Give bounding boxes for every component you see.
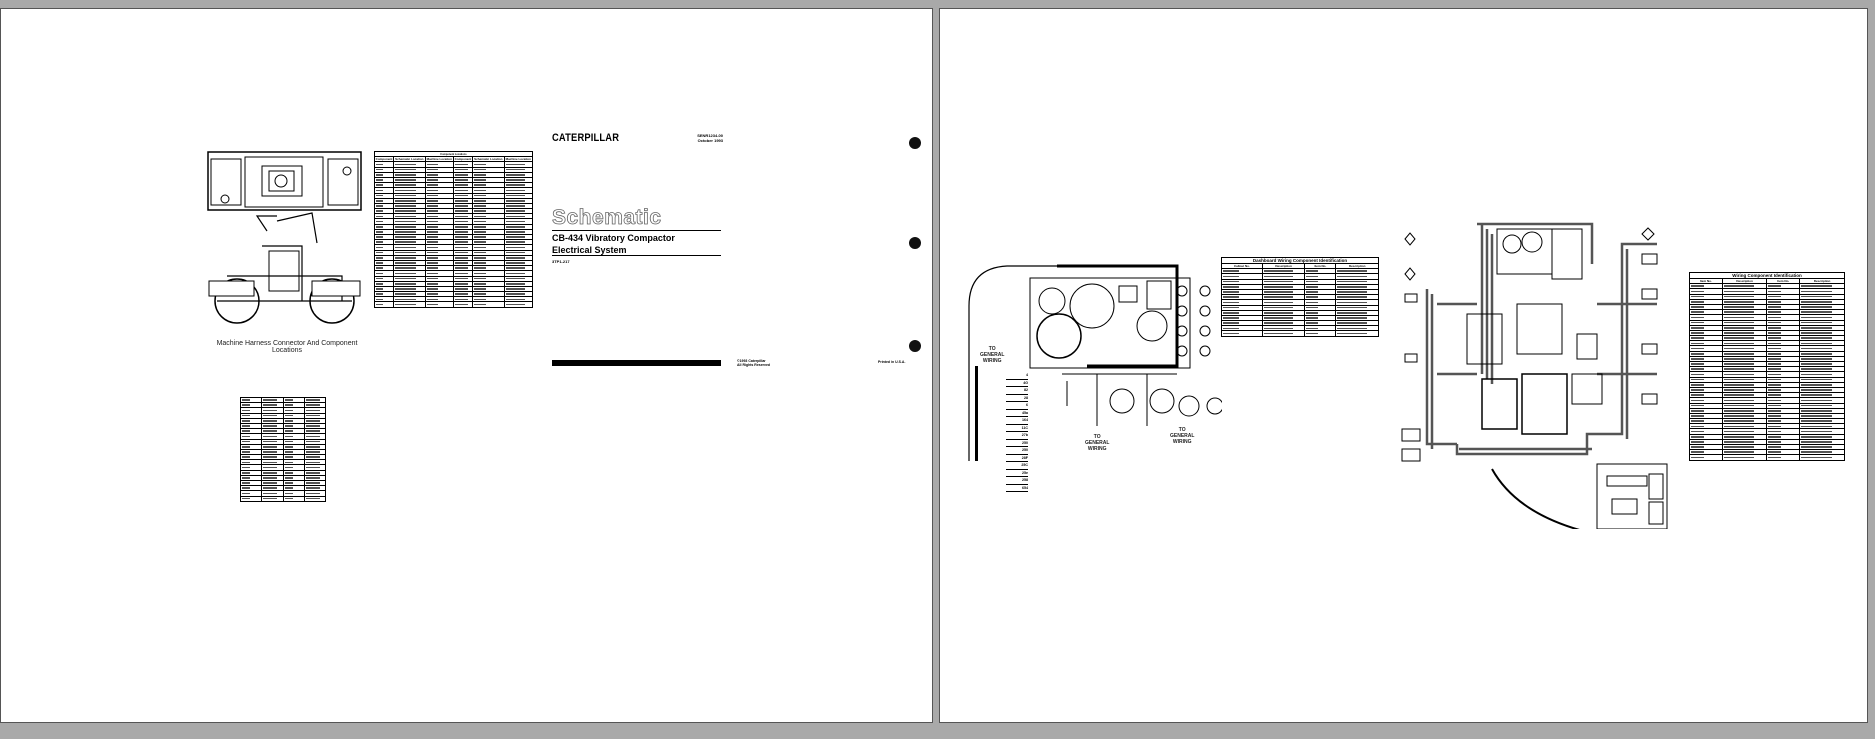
wiring-component-table: Wiring Component Identification Item No.…	[1689, 272, 1845, 461]
connector-table	[239, 396, 327, 502]
table-cell	[1689, 454, 1723, 461]
table-row	[1689, 298, 1845, 305]
table-row	[373, 270, 534, 277]
wire-number: 28F	[1006, 455, 1028, 462]
copyright-line: All Rights Reserved	[737, 363, 771, 367]
table-row	[239, 495, 327, 502]
col-header: Schematic Location	[471, 156, 505, 163]
col-header: Schematic Location	[393, 156, 426, 163]
page-2: TO GENERAL WIRING TO GENERAL WIRING TO G…	[939, 8, 1868, 723]
relay-panel	[1596, 463, 1668, 529]
machine-side-view	[208, 212, 361, 324]
col-header: Machine Location	[424, 156, 454, 163]
table-cell	[1304, 330, 1337, 337]
table-cell	[1799, 454, 1845, 461]
wire-number: 11C	[1006, 425, 1028, 432]
divider	[552, 255, 721, 256]
wire-number: 250	[1006, 440, 1028, 447]
wire-number: 250	[1006, 447, 1028, 455]
label-line: TO	[1093, 434, 1101, 440]
col-header: Component	[373, 156, 395, 163]
table-row	[373, 187, 534, 194]
table-row	[1221, 330, 1379, 337]
wire-number: 4	[1006, 372, 1028, 380]
binder-hole	[909, 340, 921, 352]
label-line: GENERAL	[1170, 433, 1195, 439]
table-cell	[303, 495, 327, 502]
table-cell	[1261, 330, 1306, 337]
printed-in: Printed in U.S.A.	[878, 360, 906, 364]
to-general-wiring-label: TO GENERAL WIRING	[1085, 434, 1109, 452]
component-location-table: Component Locations Component Schematic …	[373, 150, 534, 308]
table-row	[239, 469, 327, 476]
title-line-2: Electrical System	[552, 245, 627, 255]
schematic-heading: Schematic	[552, 206, 662, 230]
copyright-line: ©1993 Caterpillar	[737, 359, 766, 363]
table-cell	[1221, 330, 1263, 337]
title-line-1: CB-434 Vibratory Compactor	[552, 233, 675, 243]
document-number: SENR1234-00 October 1993	[693, 133, 723, 143]
table-cell	[1335, 330, 1379, 337]
table-cell	[503, 301, 534, 308]
wire-number: 654	[1006, 485, 1028, 492]
table-cell	[452, 301, 473, 308]
table-cell	[239, 495, 263, 502]
doc-date: October 1993	[697, 138, 723, 143]
binder-hole	[909, 237, 921, 249]
label-line: GENERAL	[1085, 440, 1110, 446]
label-line: WIRING	[1172, 439, 1192, 445]
table-cell	[393, 301, 426, 308]
table-row	[373, 301, 534, 308]
label-line: TO	[988, 346, 996, 352]
wire-number: 258	[1006, 477, 1028, 485]
form-number: 3TP1-217	[552, 259, 570, 264]
wire-number: 164	[1006, 417, 1028, 425]
table-cell	[1721, 454, 1768, 461]
table-row	[1689, 314, 1845, 321]
doc-number: SENR1234-00	[697, 133, 723, 138]
wire-number: 6	[1006, 402, 1028, 410]
divider	[552, 230, 721, 231]
table-row	[1221, 320, 1379, 327]
wire-number: 27b	[1006, 432, 1028, 440]
machine-top-view	[207, 151, 362, 324]
dashboard-wiring-schematic	[968, 264, 1222, 461]
dashboard-component-table: Dashboard Wiring Component Identificatio…	[1221, 257, 1379, 337]
copyright: ©1993 Caterpillar All Rights Reserved	[737, 359, 770, 367]
table-cell	[261, 495, 284, 502]
to-general-wiring-label: TO GENERAL WIRING	[1170, 427, 1194, 445]
wire-number: 25C	[1006, 462, 1028, 470]
table-row	[373, 265, 534, 272]
label-line: WIRING	[982, 358, 1002, 364]
table-cell	[424, 301, 454, 308]
table-cell	[471, 301, 505, 308]
machine-caption: Machine Harness Connector And Component …	[216, 340, 358, 354]
general-wiring-schematic	[1401, 222, 1668, 529]
table-row	[239, 407, 327, 414]
table-cell	[373, 301, 395, 308]
caterpillar-logo: CATERPILLAR	[552, 132, 620, 144]
label-line: TO	[1178, 427, 1186, 433]
page-1: Machine Harness Connector And Component …	[0, 8, 933, 723]
wire-number: 25e	[1006, 470, 1028, 477]
wire-number: 45a	[1006, 410, 1028, 417]
col-header: Component	[452, 156, 473, 163]
footer-bar	[552, 360, 721, 366]
wire-number: 4G	[1006, 380, 1028, 387]
binder-hole	[909, 137, 921, 149]
to-general-wiring-label: TO GENERAL WIRING	[980, 346, 1004, 364]
wire-number: 28	[1006, 395, 1028, 402]
document-title: CB-434 Vibratory Compactor Electrical Sy…	[552, 232, 675, 256]
label-line: WIRING	[1087, 446, 1107, 452]
col-header: Machine Location	[503, 156, 534, 163]
table-cell	[282, 495, 305, 502]
wire-number: 82	[1006, 387, 1028, 395]
table-row	[239, 438, 327, 445]
table-row	[1689, 454, 1845, 461]
table-cell	[1766, 454, 1801, 461]
label-line: GENERAL	[980, 352, 1005, 358]
